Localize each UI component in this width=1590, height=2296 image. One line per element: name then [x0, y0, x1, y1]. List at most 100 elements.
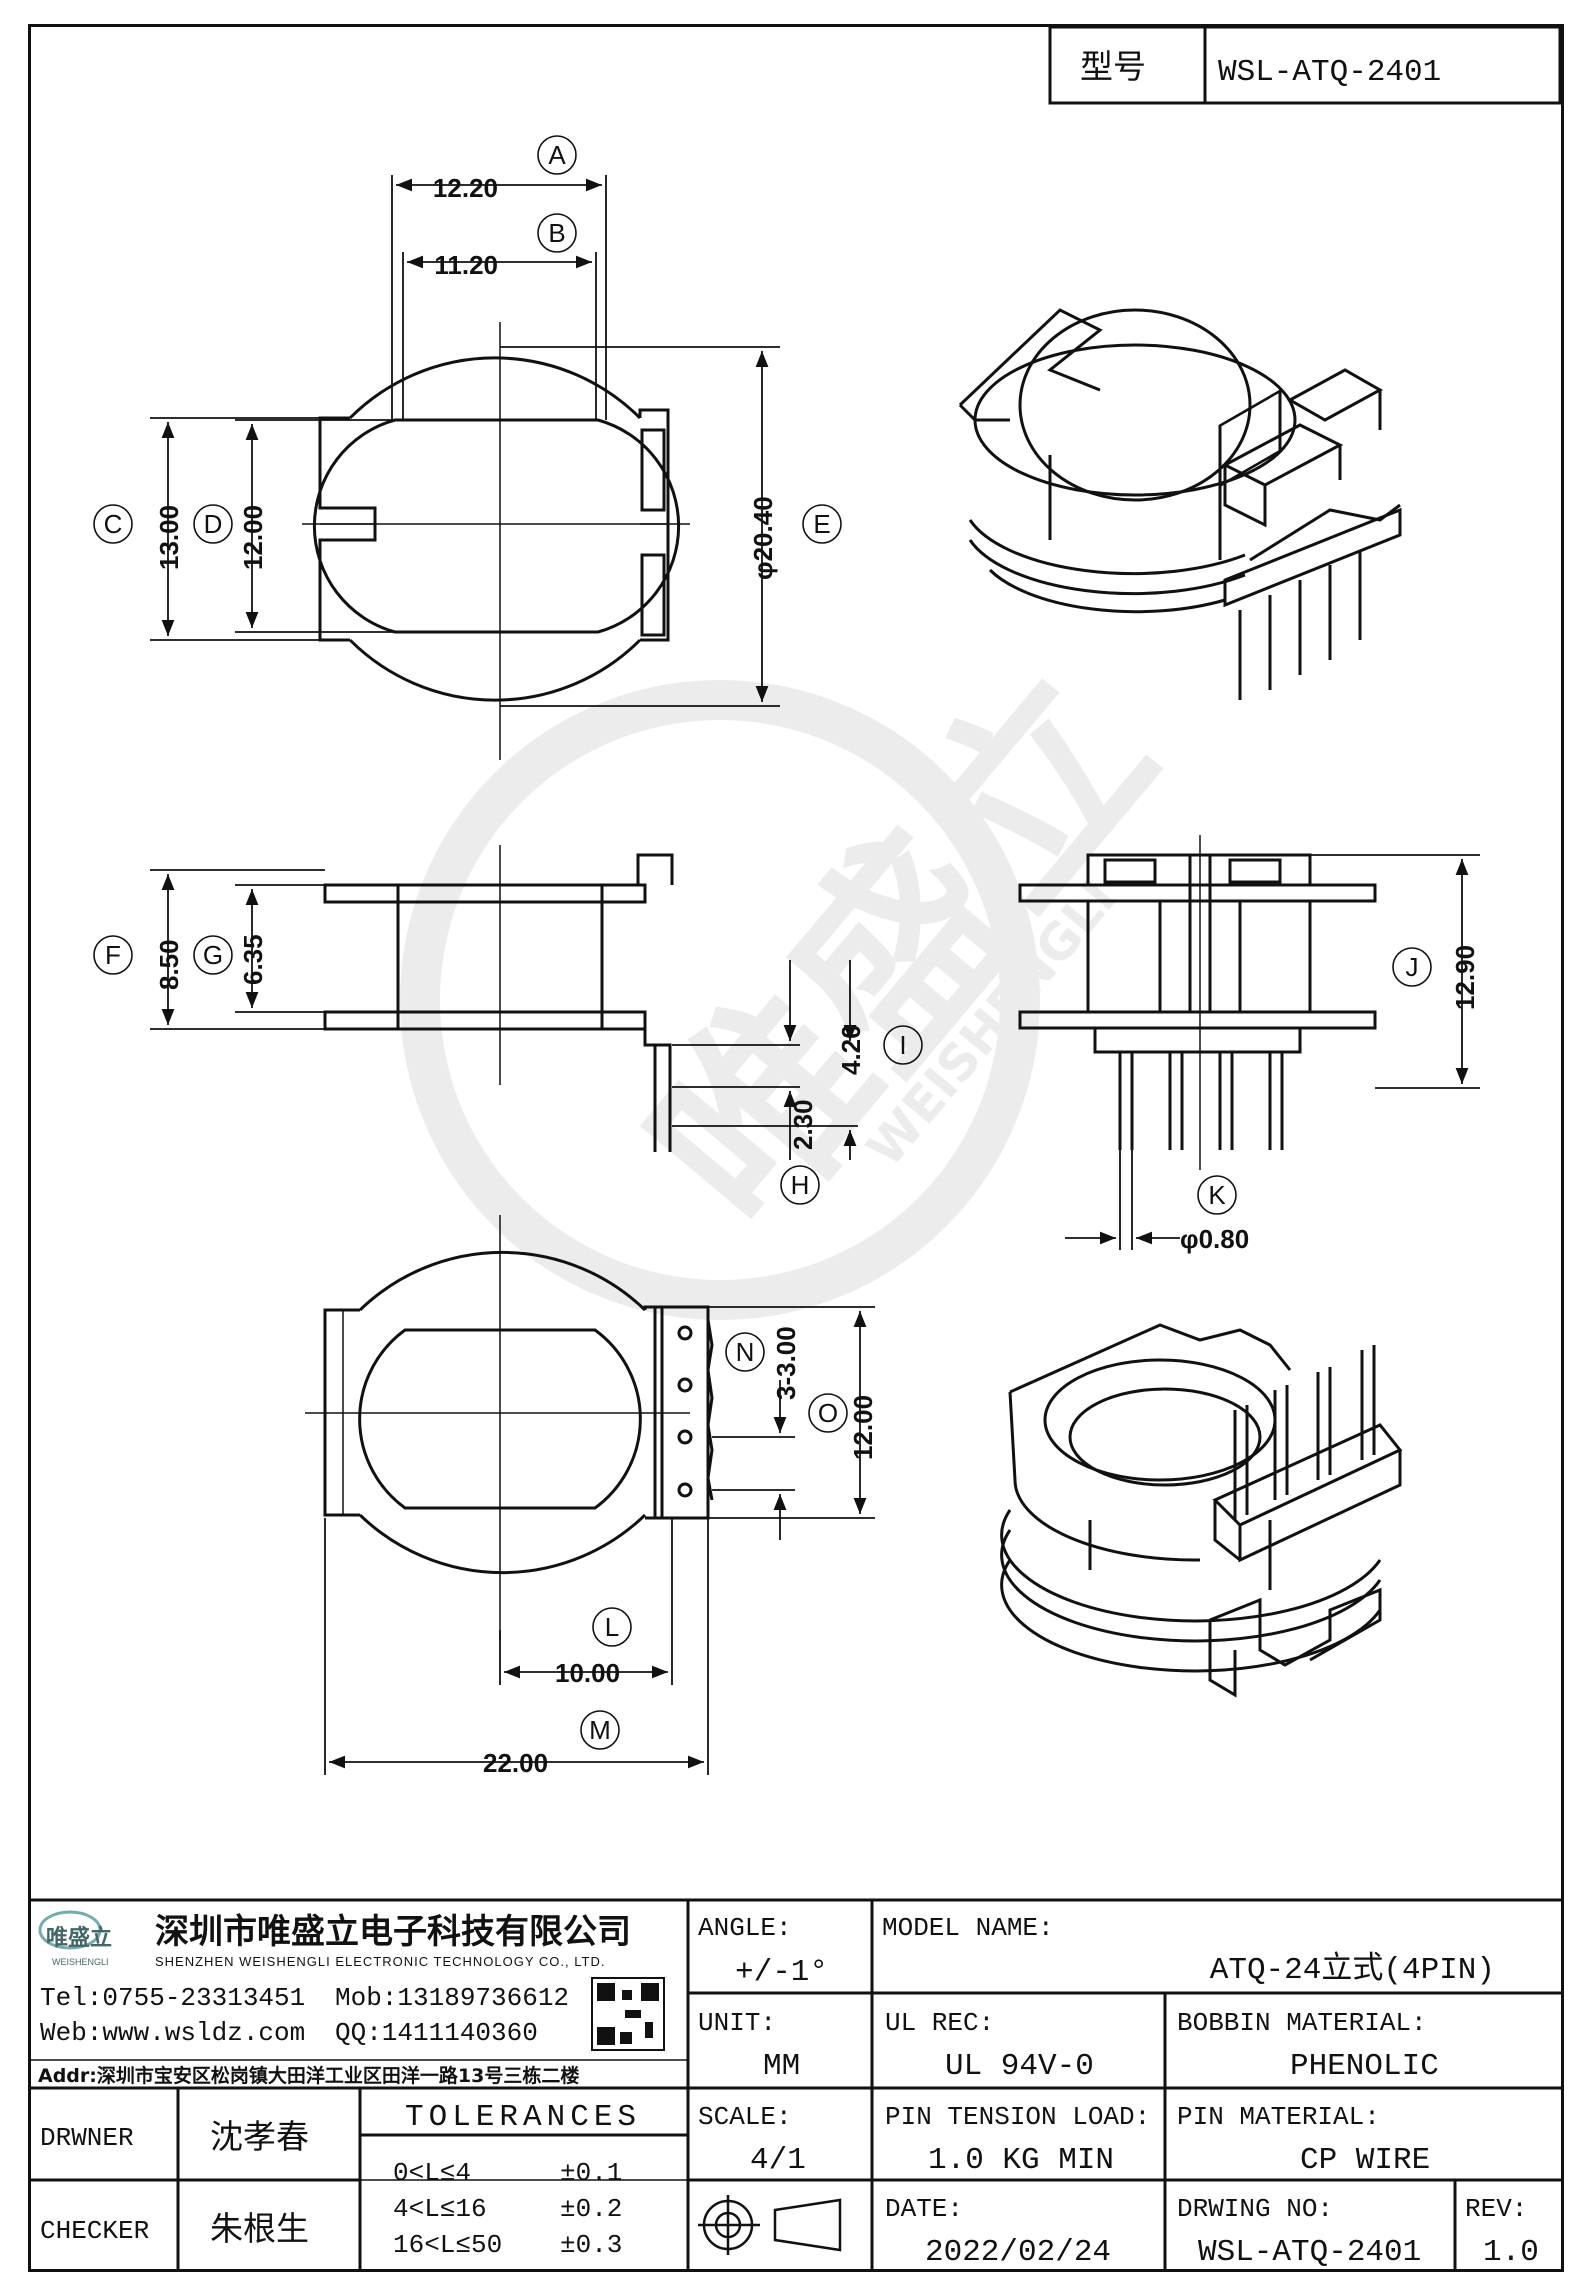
svg-text:3-3.00: 3-3.00 — [771, 1326, 801, 1400]
svg-text:唯盛立: 唯盛立 — [46, 1925, 112, 1951]
ul-rec-value: UL 94V-0 — [945, 2049, 1094, 2084]
dim-D: D 12.00 — [193, 504, 268, 570]
svg-text:φ0.80: φ0.80 — [1180, 1224, 1249, 1254]
dim-J: J 12.90 — [1392, 945, 1480, 1010]
date-label: DATE: — [885, 2194, 963, 2224]
rev-value: 1.0 — [1483, 2235, 1539, 2270]
dim-H: H 2.30 — [780, 1099, 820, 1205]
tol-value-1: ±0.1 — [560, 2158, 622, 2188]
checker-label: CHECKER — [40, 2216, 149, 2246]
dim-F: F 8.50 — [93, 935, 184, 990]
svg-text:M: M — [589, 1715, 611, 1745]
qr-code-icon — [591, 1977, 665, 2051]
pin-tension-value: 1.0 KG MIN — [928, 2143, 1114, 2178]
pin-material-value: CP WIRE — [1300, 2143, 1430, 2178]
side-view — [323, 845, 674, 1152]
dim-B: B 11.20 — [434, 213, 577, 280]
svg-text:C: C — [104, 509, 123, 539]
dim-O: O 12.00 — [808, 1393, 878, 1460]
dim-M: M 22.00 — [483, 1710, 620, 1778]
bobbin-material-label: BOBBIN MATERIAL: — [1177, 2008, 1427, 2038]
company-address: Addr:深圳市宝安区松岗镇大田洋工业区田洋一路13号三栋二楼 — [38, 2064, 579, 2087]
svg-text:2.30: 2.30 — [788, 1099, 818, 1150]
svg-text:A: A — [548, 140, 566, 170]
dim-C: C 13.00 — [93, 504, 184, 570]
svg-text:11.20: 11.20 — [434, 250, 498, 280]
isometric-view-top — [958, 308, 1402, 700]
svg-text:G: G — [203, 940, 223, 970]
svg-text:12.20: 12.20 — [433, 173, 498, 203]
unit-label: UNIT: — [698, 2008, 776, 2038]
top-view-dims — [150, 175, 780, 707]
svg-text:L: L — [605, 1612, 619, 1642]
svg-text:22.00: 22.00 — [483, 1748, 548, 1778]
model-value: WSL-ATQ-2401 — [1218, 55, 1441, 90]
company-web: Web:www.wsldz.com — [40, 2018, 305, 2048]
svg-text:6.35: 6.35 — [238, 934, 268, 985]
top-view — [302, 322, 690, 760]
svg-text:H: H — [791, 1170, 810, 1200]
dim-N: N 3-3.00 — [725, 1326, 801, 1400]
pin-material-label: PIN MATERIAL: — [1177, 2102, 1380, 2132]
company-qq: QQ:1411140360 — [335, 2018, 538, 2048]
front-view — [1018, 835, 1377, 1170]
drawer-value: 沈孝春 — [210, 2117, 309, 2156]
svg-text:F: F — [105, 940, 121, 970]
drawer-label: DRWNER — [40, 2123, 134, 2153]
svg-text:4.20: 4.20 — [836, 1024, 866, 1075]
bobbin-material-value: PHENOLIC — [1290, 2049, 1439, 2084]
company-tel: Tel:0755-23313451 — [40, 1983, 305, 2013]
dim-G: G 6.35 — [193, 934, 268, 985]
front-view-dims — [1065, 854, 1480, 1250]
svg-text:10.00: 10.00 — [555, 1658, 620, 1688]
svg-text:8.50: 8.50 — [154, 939, 184, 990]
tol-value-2: ±0.2 — [560, 2194, 622, 2224]
scale-value: 4/1 — [750, 2143, 806, 2178]
header-model-box: 型号 WSL-ATQ-2401 — [1048, 25, 1562, 105]
model-name-label: MODEL NAME: — [882, 1913, 1054, 1943]
checker-value: 朱根生 — [210, 2209, 309, 2248]
angle-value: +/-1° — [735, 1955, 828, 1990]
company-cn: 深圳市唯盛立电子科技有限公司 — [155, 1912, 631, 1952]
svg-text:12.00: 12.00 — [238, 505, 268, 570]
dim-L: L 10.00 — [555, 1607, 632, 1688]
drawing-frame — [28, 24, 1564, 2272]
svg-text:E: E — [813, 509, 830, 539]
title-block — [28, 1898, 1562, 2270]
isometric-view-bottom — [1000, 1323, 1403, 1698]
bottom-view-dims — [324, 1306, 875, 1775]
company-en: SHENZHEN WEISHENGLI ELECTRONIC TECHNOLOG… — [155, 1954, 605, 1969]
angle-label: ANGLE: — [698, 1913, 792, 1943]
svg-text:13.00: 13.00 — [154, 505, 184, 570]
svg-text:φ20.40: φ20.40 — [748, 496, 778, 580]
scale-label: SCALE: — [698, 2102, 792, 2132]
svg-text:J: J — [1406, 952, 1419, 982]
svg-text:D: D — [204, 509, 223, 539]
svg-text:12.00: 12.00 — [848, 1395, 878, 1460]
svg-text:B: B — [548, 218, 565, 248]
dim-E: E φ20.40 — [748, 496, 842, 580]
svg-text:N: N — [736, 1337, 755, 1367]
svg-text:O: O — [818, 1398, 838, 1428]
bottom-view — [305, 1215, 714, 1640]
drawing-no-value: WSL-ATQ-2401 — [1198, 2235, 1421, 2270]
dim-A: A 12.20 — [433, 135, 577, 203]
projection-symbol-icon — [698, 2195, 842, 2255]
rev-label: REV: — [1465, 2194, 1527, 2224]
model-name-value: ATQ-24立式(4PIN) — [1210, 1951, 1495, 1988]
dim-I: I 4.20 — [836, 1024, 923, 1075]
svg-text:I: I — [899, 1030, 906, 1060]
side-view-dims — [150, 869, 858, 1160]
ul-rec-label: UL REC: — [885, 2008, 994, 2038]
model-label: 型号 — [1080, 47, 1146, 86]
tol-range-3: 16<L≤50 — [393, 2230, 502, 2260]
svg-text:WEISHENGLI: WEISHENGLI — [52, 1957, 109, 1967]
company-logo: 唯盛立 WEISHENGLI — [38, 1910, 112, 1967]
tolerances-label: TOLERANCES — [405, 2100, 641, 2135]
pin-tension-label: PIN TENSION LOAD: — [885, 2102, 1150, 2132]
tol-range-1: 0<L≤4 — [393, 2158, 471, 2188]
unit-value: MM — [763, 2049, 800, 2084]
date-value: 2022/02/24 — [925, 2235, 1111, 2270]
drawing-no-label: DRWING NO: — [1177, 2194, 1333, 2224]
